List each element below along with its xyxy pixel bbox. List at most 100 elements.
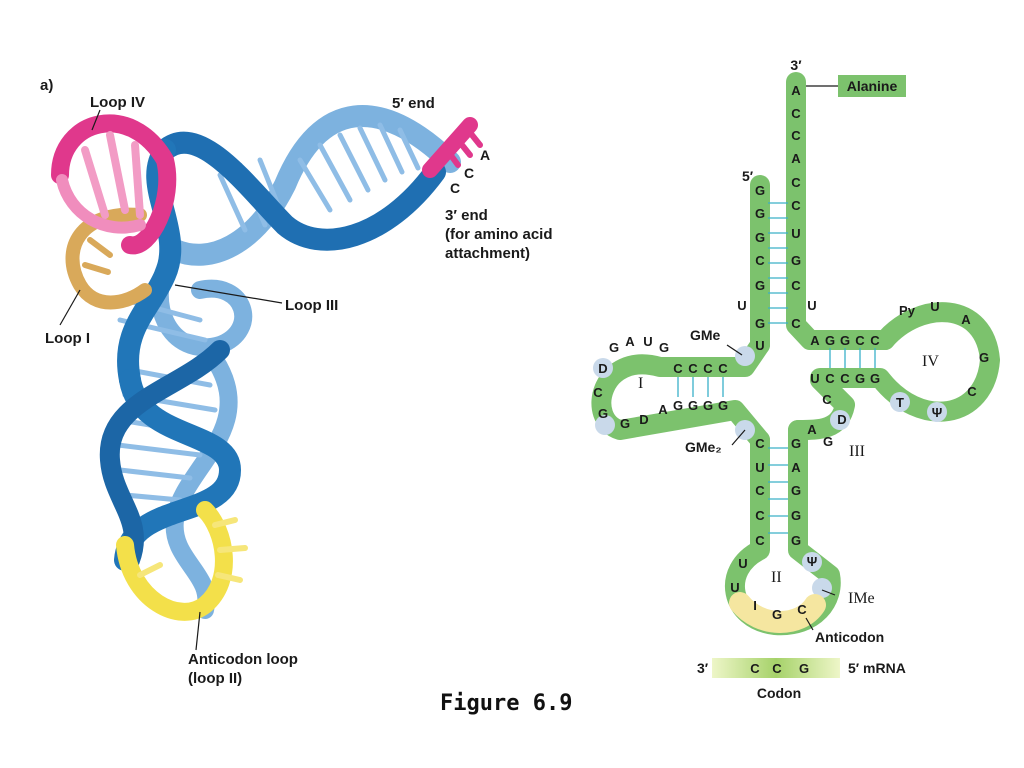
three-end-desc-1: (for amino acid	[445, 226, 553, 243]
nt-ac-0: I	[753, 598, 757, 613]
nt-tl-5: Ψ	[932, 405, 943, 420]
nt-tb-0: U	[810, 371, 819, 386]
loop3-label: Loop III	[285, 297, 338, 314]
codon-label: Codon	[757, 685, 801, 701]
nt-al-5: U	[738, 556, 747, 571]
nt-al-0: C	[755, 436, 765, 451]
roman-III: III	[849, 443, 865, 460]
nt-al-4: C	[755, 533, 765, 548]
nt-dl-2: G	[598, 406, 608, 421]
nt-dl-1: C	[593, 385, 603, 400]
nt-a5-0: G	[755, 183, 765, 198]
anticodon-loop-leader	[195, 611, 201, 651]
nt-dp-1: C	[688, 361, 698, 376]
nt-db-0: A	[658, 402, 668, 417]
nt-dl-4: D	[639, 412, 648, 427]
nt-v-2: A	[807, 422, 817, 437]
nt-al-1: U	[755, 460, 764, 475]
five-end-label: 5′ end	[392, 95, 435, 112]
codon-1: C	[772, 661, 782, 676]
nt-dt-0: G	[609, 340, 619, 355]
loop1-label: Loop I	[45, 330, 90, 347]
nt-dp-0: C	[673, 361, 683, 376]
three-prime-top: 3′	[790, 57, 802, 73]
nt-db-1: G	[673, 398, 683, 413]
roman-IV: IV	[922, 353, 939, 370]
trna-cloverleaf: A C C A C C U G C U C G G G C G U G U G …	[591, 57, 1000, 701]
nt-dt-2: U	[643, 334, 652, 349]
nt-db-4: G	[718, 398, 728, 413]
alanine-box	[838, 75, 906, 97]
mrna-5-label: 5′ mRNA	[848, 660, 906, 676]
anticodon-loop-label: Anticodon loop	[188, 651, 298, 668]
acceptor-C1: C	[464, 165, 474, 181]
nt-tb-3: G	[855, 371, 865, 386]
nt-dl-0: D	[598, 361, 607, 376]
nt-al-6: U	[730, 580, 739, 595]
nt-dp-3: C	[718, 361, 728, 376]
loop4-leader	[91, 109, 101, 131]
nt-a3-9: U	[807, 298, 816, 313]
acceptor-C2: C	[450, 180, 460, 196]
nt-tl-6: T	[896, 395, 904, 410]
nt-a3-2: C	[791, 128, 801, 143]
nt-a3-10: C	[791, 316, 801, 331]
acceptor-A: A	[480, 147, 490, 163]
nt-tb-1: C	[825, 371, 835, 386]
ime-label: IMe	[848, 590, 875, 607]
anticodon-loop-sub: (loop II)	[188, 670, 242, 687]
nt-tt-2: G	[840, 333, 850, 348]
nt-tt-3: C	[855, 333, 865, 348]
nt-a5-6: G	[755, 316, 765, 331]
nt-db-2: G	[688, 398, 698, 413]
nt-dl-3: G	[620, 416, 630, 431]
nt-ar-1: A	[791, 460, 801, 475]
nt-ac-2: C	[797, 602, 807, 617]
nt-a3-0: A	[791, 83, 801, 98]
roman-II: II	[771, 569, 782, 586]
nt-a5-3: C	[755, 253, 765, 268]
codon-2: G	[799, 661, 809, 676]
nt-dt-1: A	[625, 334, 635, 349]
three-end-desc-2: attachment)	[445, 245, 530, 262]
nt-v-1: D	[837, 412, 846, 427]
nt-v-3: G	[823, 434, 833, 449]
panel-label: a)	[40, 77, 53, 94]
figure-caption: Figure 6.9	[440, 691, 572, 716]
codon-0: C	[750, 661, 760, 676]
gme-label: GMe	[690, 327, 721, 343]
nt-a3-7: G	[791, 253, 801, 268]
loop4-label: Loop IV	[90, 94, 145, 111]
nt-ar-0: G	[791, 436, 801, 451]
anticodon-label: Anticodon	[815, 629, 884, 645]
nt-tt-4: C	[870, 333, 880, 348]
nt-tl-2: A	[961, 312, 971, 327]
nt-al-3: C	[755, 508, 765, 523]
loop3-leader	[174, 284, 283, 304]
nt-tt-1: G	[825, 333, 835, 348]
nt-dp-2: C	[703, 361, 713, 376]
nt-a5-2: G	[755, 230, 765, 245]
mrna-3-label: 3′	[697, 660, 709, 676]
nt-ar-5: Ψ	[807, 554, 818, 569]
nt-a3-6: U	[791, 226, 800, 241]
roman-I: I	[638, 375, 643, 392]
nt-tl-4: C	[967, 384, 977, 399]
loop1-leader	[59, 289, 81, 326]
nt-dt-3: G	[659, 340, 669, 355]
alanine-label: Alanine	[847, 78, 898, 94]
nt-a5-7: U	[755, 338, 764, 353]
nt-a5-1: G	[755, 206, 765, 221]
nt-a5-5: U	[737, 298, 746, 313]
trna-3d-structure: a) Loop IV Loop III Loop I 5′ end A C C …	[40, 77, 553, 687]
nt-a3-1: C	[791, 106, 801, 121]
nt-v-0: C	[822, 392, 832, 407]
gme2-label: GMe₂	[685, 439, 722, 455]
nt-tb-4: G	[870, 371, 880, 386]
nt-a3-8: C	[791, 278, 801, 293]
nt-ar-3: G	[791, 508, 801, 523]
nt-a3-5: C	[791, 198, 801, 213]
nt-ac-1: G	[772, 607, 782, 622]
nt-ar-2: G	[791, 483, 801, 498]
